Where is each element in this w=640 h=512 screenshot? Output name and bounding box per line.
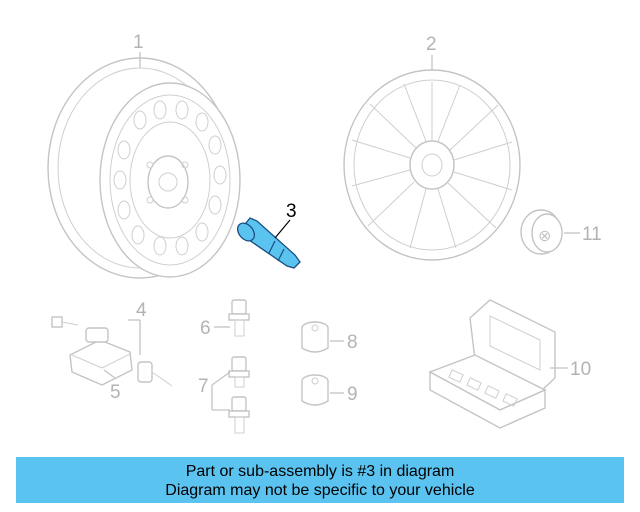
bolt-cap-part[interactable] — [301, 321, 329, 353]
steel-wheel-part[interactable] — [47, 57, 241, 279]
callout-8[interactable]: 8 — [347, 332, 358, 353]
tire-valve-part[interactable] — [234, 217, 301, 269]
callout-7[interactable]: 7 — [198, 376, 209, 397]
info-banner: Part or sub-assembly is #3 in diagram Di… — [16, 457, 624, 503]
callout-1[interactable]: 1 — [133, 32, 144, 53]
sensor-screw-part[interactable] — [51, 316, 79, 328]
callout-10[interactable]: 10 — [570, 359, 591, 380]
banner-line-disclaimer: Diagram may not be specific to your vehi… — [165, 482, 475, 499]
callout-11[interactable]: 11 — [582, 224, 602, 245]
callout-3[interactable]: 3 — [286, 201, 297, 222]
brand-logo-icon: ⊗ — [538, 228, 551, 245]
tpms-sensor-part[interactable] — [69, 327, 133, 386]
callout-9[interactable]: 9 — [347, 384, 358, 405]
banner-line-part-number: Part or sub-assembly is #3 in diagram — [185, 463, 455, 480]
parts-diagram: 1 2 3 — [47, 32, 602, 434]
sensor-valve-part[interactable] — [137, 361, 173, 387]
locking-bolt-cap-part[interactable] — [301, 374, 329, 406]
center-cap-part[interactable]: ⊗ — [520, 209, 563, 255]
wheel-bolt-part[interactable] — [228, 299, 250, 337]
callout-4[interactable]: 4 — [136, 300, 147, 321]
callout-2[interactable]: 2 — [426, 34, 437, 55]
alloy-wheel-part[interactable] — [343, 69, 521, 261]
callout-6[interactable]: 6 — [200, 318, 211, 339]
tool-case-part[interactable] — [428, 299, 556, 429]
callout-5[interactable]: 5 — [110, 382, 121, 403]
locking-bolt-part[interactable] — [228, 356, 250, 434]
